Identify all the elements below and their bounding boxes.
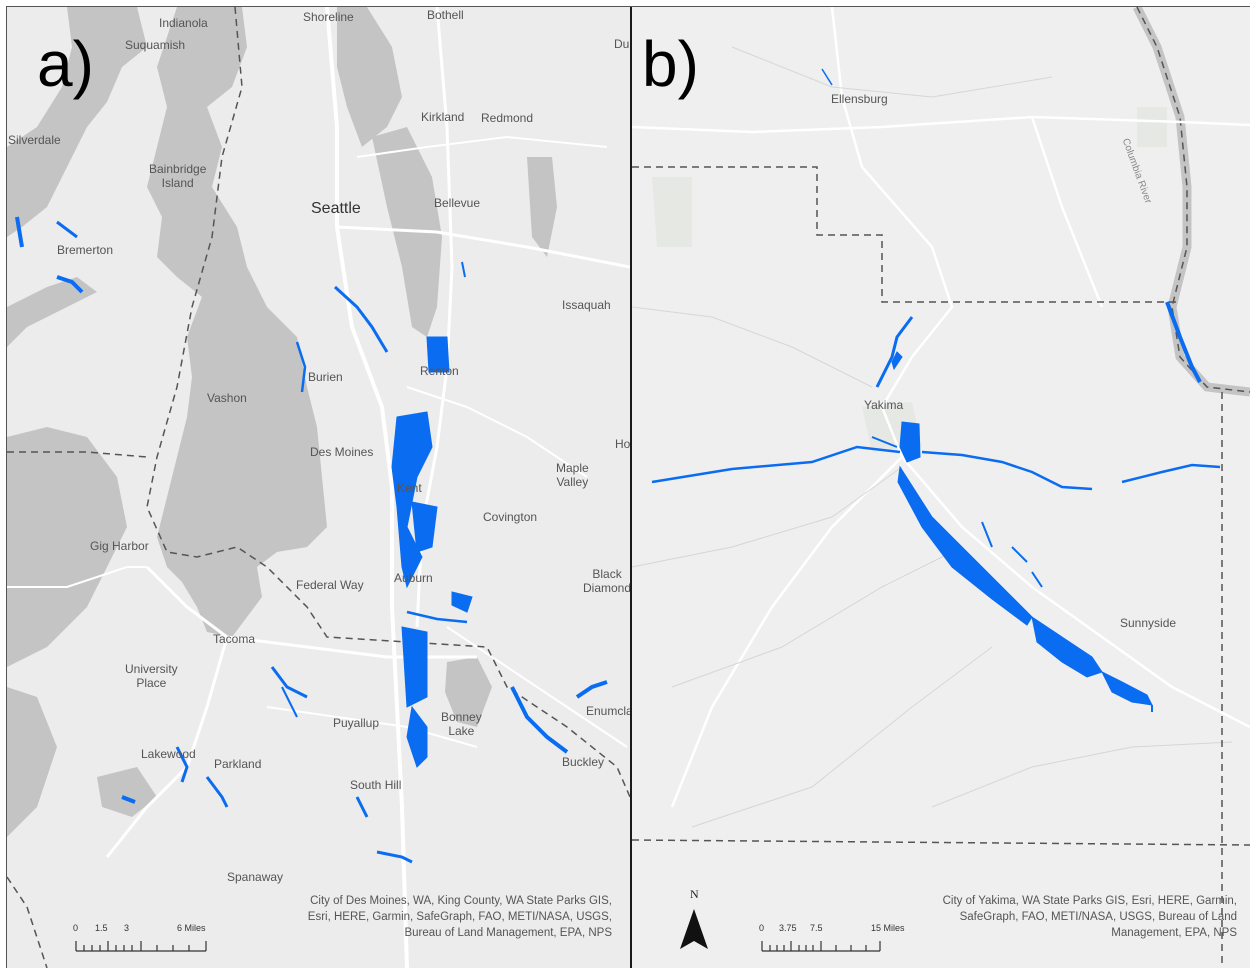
scale-a-tick-2: 3 [124,923,130,933]
place-ho: Ho [615,437,630,451]
place-suquamish: Suquamish [125,38,186,52]
scale-b-tick-0: 0 [759,923,765,933]
scale-a-tick-1: 1.5 [95,923,108,933]
place-kirkland: Kirkland [421,110,465,124]
place-gig-harbor: Gig Harbor [90,539,149,553]
place-renton: Renton [420,364,459,378]
flood-extents [15,216,608,864]
place-maple-valley: Maple Valley [556,461,589,489]
place-parkland: Parkland [214,757,262,771]
place-indianola: Indianola [159,16,208,30]
place-vashon: Vashon [207,391,247,405]
panel-divider [630,7,632,968]
place-tacoma: Tacoma [213,632,256,646]
scale-a-tick-0: 0 [73,923,79,933]
place-issaquah: Issaquah [562,298,611,312]
place-des-moines: Des Moines [310,445,374,459]
terrain-patches [652,107,1167,452]
place-yakima: Yakima [864,398,904,412]
panel-label-b: b) [642,28,699,100]
place-black-diamond: Black Diamond [583,567,630,595]
river-boundary [1136,7,1250,393]
place-buckley: Buckley [562,755,605,769]
map-panel-a: a) Indianola Shoreline Bothell Du Suquam… [7,7,630,968]
place-spanaway: Spanaway [227,870,284,884]
place-auburn: Auburn [394,571,433,585]
scale-b-tick-2: 7.5 [810,923,823,933]
frame-left-border [6,6,7,968]
place-bainbridge: Bainbridge Island [149,162,207,190]
place-bothell: Bothell [427,8,464,22]
stream-network [632,46,1233,828]
map-a-base [7,7,630,968]
north-arrow: N [678,887,712,957]
frame-top-border [7,6,1250,7]
place-lakewood: Lakewood [141,747,196,761]
place-bremerton: Bremerton [57,243,114,257]
place-silverdale: Silverdale [8,133,61,147]
place-enumclaw: Enumcla [586,704,630,718]
place-puyallup: Puyallup [333,716,380,730]
scale-b-bar-graphic [761,941,881,952]
county-boundaries-b [632,166,1250,968]
place-redmond: Redmond [481,111,534,125]
map-panel-b: b) Ellensburg Yakima Sunnyside Columbia … [632,7,1250,968]
place-ellensburg: Ellensburg [831,92,888,106]
place-federal-way: Federal Way [296,578,364,592]
place-du: Du [614,37,630,51]
attribution-a: City of Des Moines, WA, King County, WA … [307,895,612,940]
scale-bar-b: 0 3.75 7.5 15 Miles [758,921,918,957]
scale-b-tick-3: 15 Miles [871,923,905,933]
north-arrow-icon [680,909,708,949]
county-boundaries [7,7,630,968]
place-seattle: Seattle [311,200,361,217]
panel-label-a: a) [37,28,94,100]
scale-a-bar-graphic [75,941,207,952]
place-kent: Kent [397,481,422,495]
attribution-b: City of Yakima, WA State Parks GIS, Esri… [942,895,1237,940]
scale-a-tick-3: 6 Miles [177,923,206,933]
water-bodies [7,7,557,837]
scale-bar-a: 0 1.5 3 6 Miles [73,921,223,957]
columbia-river [1132,7,1250,397]
place-burien: Burien [308,370,343,384]
place-south-hill: South Hill [350,778,402,792]
place-covington: Covington [483,510,538,524]
place-shoreline: Shoreline [303,10,354,24]
north-arrow-label: N [690,887,699,901]
place-university-place: University Place [125,662,178,690]
scale-b-tick-1: 3.75 [779,923,797,933]
place-bonney-lake: Bonney Lake [441,710,482,738]
road-network-b [632,7,1250,808]
place-bellevue: Bellevue [434,196,481,210]
flood-extents-b [651,68,1221,712]
map-b-base [632,7,1250,968]
place-sunnyside: Sunnyside [1120,616,1177,630]
